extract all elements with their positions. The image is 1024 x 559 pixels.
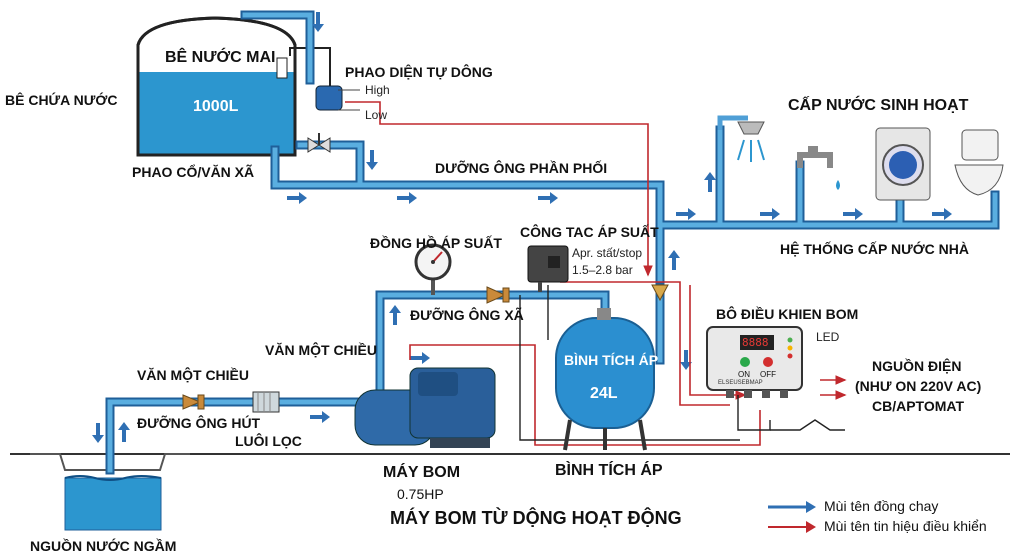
storage-tank-label: BÊ CHỨA NƯỚC <box>5 92 118 108</box>
flow-arrow <box>538 192 558 204</box>
house-system-label: HỆ THỐNG CẤP NƯỚC NHÀ <box>780 241 969 257</box>
flow-arrow <box>704 172 716 192</box>
power-label-line1: NGUỒN ĐIỆN <box>872 358 962 374</box>
flow-arrow <box>680 350 692 370</box>
pressure-switch-note2: 1.5–2.8 bar <box>572 263 633 277</box>
pressure-switch-note1: Apr. stất/stop <box>572 246 643 260</box>
strainer <box>252 391 280 413</box>
level-high-label: High <box>365 83 390 97</box>
tank-volume: 1000L <box>193 98 239 115</box>
tee-fitting <box>651 284 669 302</box>
pressure-tank-bottom-label: BÌNH TÍCH ÁP <box>555 462 663 479</box>
check-valve-label-bottom: VĂN MỘT CHIỀU <box>137 367 249 383</box>
pressure-switch <box>527 245 569 292</box>
controller-label: BÔ ĐIỀU KHIEN BOM <box>716 306 859 322</box>
flow-arrow <box>92 423 104 443</box>
pressure-switch-label: CÔNG TAC ÁP SUẤT <box>520 224 659 240</box>
check-valve-suction <box>182 394 205 410</box>
power-label-line2: (NHƯ ON 220V AC) <box>855 378 982 394</box>
pump <box>354 367 496 448</box>
tank-title: BÊ NƯỚC MAI <box>165 49 276 66</box>
pump-label: MÁY BOM <box>383 464 461 481</box>
pressure-gauge-icon <box>414 243 452 295</box>
controller-brand: ELSEUSEBMAP <box>718 380 763 386</box>
controller-display: 8888 <box>742 336 769 349</box>
led-label: LED <box>816 330 840 344</box>
storage-tank <box>136 16 297 157</box>
flow-arrows <box>92 12 952 443</box>
legend-signal-label: Mùi tên tin hiệu điều khiển <box>824 518 987 534</box>
legend-signal: Mùi tên tin hiệu điều khiển <box>824 518 987 534</box>
controller-off-label: OFF <box>760 370 776 379</box>
flow-arrow <box>310 411 330 423</box>
flow-arrow <box>668 250 680 270</box>
toilet-icon <box>954 129 1004 196</box>
float-switch-label: PHAO DIỆN TỰ DÔNG <box>345 64 493 80</box>
distribution-pipe-label: DƯỠNG ÔNG PHẦN PHỐI <box>435 160 608 176</box>
power-label-line3: CB/APTOMAT <box>872 398 965 414</box>
groundwater-well <box>30 453 190 531</box>
float-valve-label: PHAO CỔ/VĂN XÃ <box>132 164 255 180</box>
flow-arrow <box>312 12 324 32</box>
level-low-label: Low <box>365 108 388 122</box>
pressure-tank-label: BÌNH TÍCH ÁP <box>564 352 659 368</box>
flow-arrow <box>366 150 378 170</box>
main-title: MÁY BOM TỪ DỘNG HOẠT ĐỘNG <box>390 508 682 528</box>
float-switch <box>276 47 360 111</box>
faucet-icon <box>797 146 840 190</box>
flow-arrow <box>843 208 863 220</box>
pressure-gauge-label: ĐỒNG HỒ ÁP SUẤT <box>370 235 502 251</box>
discharge-pipe-label: ĐƯỠNG ÔNG XÃ <box>410 307 524 323</box>
legend-flow-label: Mùi tên đồng chay <box>824 498 939 514</box>
float-valve <box>307 133 331 153</box>
washing-machine-icon <box>875 127 931 201</box>
check-valve-label-top: VĂN MỘT CHIỀU <box>265 342 377 358</box>
groundwater-label: NGUỒN NƯỚC NGẦM <box>30 538 177 554</box>
shower-icon <box>717 115 765 162</box>
domestic-supply-label: CẤP NƯỚC SINH HOẠT <box>788 97 969 114</box>
signal-wires <box>345 101 847 446</box>
strainer-label: LUÔI LỌC <box>235 433 302 449</box>
flow-arrow <box>287 192 307 204</box>
controller-on-label: ON <box>738 370 750 379</box>
pipe-network <box>107 12 998 473</box>
pressure-tank <box>555 308 655 451</box>
pump-power-label: 0.75HP <box>397 486 444 502</box>
flow-arrow <box>389 305 401 325</box>
flow-arrow <box>932 208 952 220</box>
check-valve-discharge <box>486 286 510 304</box>
pressure-tank-volume: 24L <box>590 385 618 402</box>
suction-pipe-label: ĐƯỠNG ÔNG HÚT <box>137 415 261 431</box>
flow-arrow <box>410 352 430 364</box>
legend-arrows <box>768 501 816 533</box>
flow-arrow <box>397 192 417 204</box>
flow-arrow <box>676 208 696 220</box>
pump-controller <box>706 326 803 398</box>
legend-flow: Mùi tên đồng chay <box>824 498 938 514</box>
flow-arrow <box>118 422 130 442</box>
power-wires <box>519 285 845 441</box>
flow-arrow <box>760 208 780 220</box>
